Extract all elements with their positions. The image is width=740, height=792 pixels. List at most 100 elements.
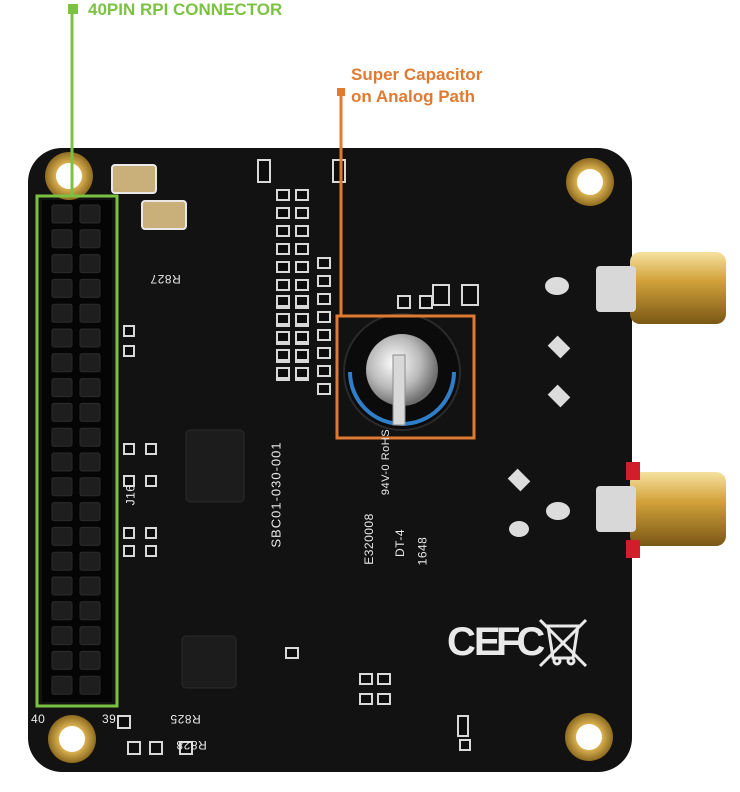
super-capacitor-highlight <box>335 88 476 440</box>
fcc-mark: FC <box>496 620 545 664</box>
smd-pad <box>295 367 309 379</box>
header-pin <box>79 502 101 522</box>
header-pin <box>79 650 101 670</box>
smd-pad <box>332 159 346 183</box>
header-pin <box>79 278 101 298</box>
super-capacitor-label-line1: Super Capacitor <box>351 65 483 84</box>
ce-mark: CE <box>447 620 501 664</box>
smd-pad <box>317 329 331 341</box>
smd-capacitors <box>111 164 187 230</box>
smd-pad <box>419 295 433 309</box>
silk-board-id: SBC01-030-001 <box>268 441 284 548</box>
header-pin <box>51 402 73 422</box>
header-pin <box>79 601 101 621</box>
header-pin <box>51 278 73 298</box>
header-pin <box>79 477 101 497</box>
silk-dt: DT-4 <box>393 528 408 558</box>
smd-pad <box>276 349 290 361</box>
smd-pad <box>377 673 391 685</box>
silk-j16: J16 <box>123 484 138 506</box>
smd-pad <box>461 284 479 306</box>
header-pin <box>79 378 101 398</box>
silk-e-code: E320008 <box>361 513 376 565</box>
smd-pad <box>317 275 331 287</box>
smd-pad <box>123 527 135 539</box>
silk-pin-40: 40 <box>31 712 46 726</box>
header-pin <box>51 650 73 670</box>
silk-r828: R828 <box>176 738 207 752</box>
header-pin <box>51 477 73 497</box>
smd-pad <box>295 225 309 237</box>
header-pin <box>79 328 101 348</box>
silk-r827: R827 <box>150 272 181 286</box>
smd-pad <box>317 365 331 377</box>
header-pin <box>79 551 101 571</box>
header-pin <box>51 427 73 447</box>
smd-pad <box>276 331 290 343</box>
smd-pad <box>457 715 469 737</box>
smd-pad <box>276 295 290 307</box>
silk-r825: R825 <box>170 712 201 726</box>
super-capacitor-label-line2: on Analog Path <box>351 87 476 106</box>
header-pin <box>79 353 101 373</box>
header-pin <box>51 204 73 224</box>
smd-pad <box>276 243 290 255</box>
smd-pad <box>317 257 331 269</box>
header-pin <box>51 328 73 348</box>
header-pin <box>51 626 73 646</box>
header-pin <box>79 626 101 646</box>
smd-pad <box>257 159 271 183</box>
smd-pad <box>295 313 309 325</box>
smd-pad <box>295 331 309 343</box>
smd-pad <box>317 347 331 359</box>
rca-jacks <box>596 252 726 558</box>
smd-pad <box>276 313 290 325</box>
smd-pad <box>145 545 157 557</box>
chips <box>181 429 245 689</box>
smd-pad <box>149 741 163 755</box>
weee-bin-icon <box>538 618 588 668</box>
super-capacitor-label: Super Capacitor on Analog Path <box>351 64 482 108</box>
gpio-header <box>42 200 112 702</box>
smd-pad <box>317 383 331 395</box>
smd-pad <box>276 261 290 273</box>
smd-pad <box>317 311 331 323</box>
smd-pad <box>276 367 290 379</box>
smd-pad <box>295 349 309 361</box>
header-pin <box>51 378 73 398</box>
smd-pad <box>127 741 141 755</box>
silk-rohs: 94V-0 RoHS <box>380 428 393 496</box>
super-capacitor <box>343 313 461 431</box>
smd-components <box>117 159 479 755</box>
header-pin <box>51 353 73 373</box>
header-pin <box>51 229 73 249</box>
header-pin <box>79 204 101 224</box>
header-pin <box>79 576 101 596</box>
smd-pad <box>285 647 299 659</box>
header-pin <box>79 402 101 422</box>
smd-pad <box>295 295 309 307</box>
header-pin <box>79 675 101 695</box>
smd-pad <box>359 673 373 685</box>
smd-pad <box>295 189 309 201</box>
smd-pad <box>276 225 290 237</box>
smd-pad <box>123 475 135 487</box>
rpi-connector-highlight <box>35 4 119 708</box>
smd-pad <box>276 207 290 219</box>
header-pin <box>51 601 73 621</box>
smd-pad <box>117 715 131 729</box>
smd-pad <box>295 261 309 273</box>
pcb-board <box>28 148 632 772</box>
smd-pad <box>276 279 290 291</box>
header-pin <box>51 303 73 323</box>
header-pin <box>79 526 101 546</box>
smd-pad <box>377 693 391 705</box>
smd-pad <box>123 345 135 357</box>
header-pin <box>79 303 101 323</box>
header-pin <box>51 526 73 546</box>
rpi-connector-label: 40PIN RPI CONNECTOR <box>88 0 283 19</box>
smd-pad <box>179 741 193 755</box>
smd-pad <box>123 325 135 337</box>
smd-pad <box>145 475 157 487</box>
smd-pad <box>145 527 157 539</box>
